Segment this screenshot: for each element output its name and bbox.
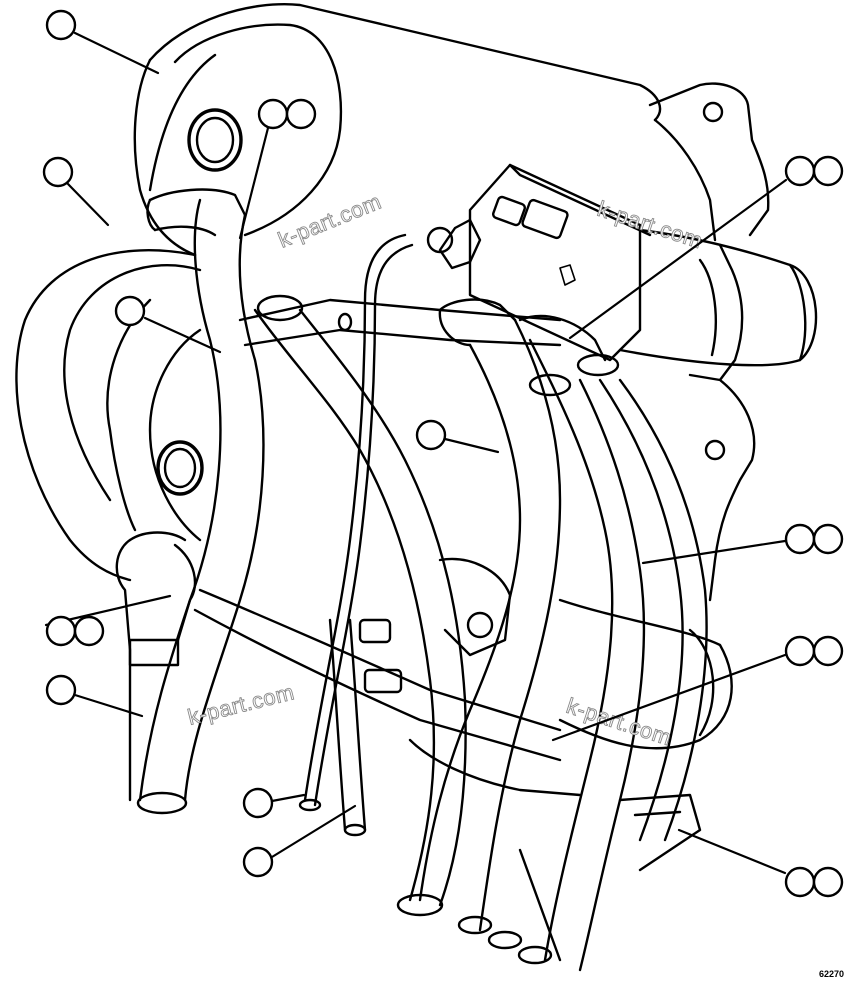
- mounting-flange: [648, 82, 770, 602]
- watermark-1: k-part.com: [275, 189, 385, 253]
- leader-c5: [143, 316, 222, 354]
- leader-c9: [551, 653, 787, 742]
- hose-lower-left: [115, 531, 562, 802]
- callout-c10[interactable]: [45, 674, 77, 706]
- leader-c2: [238, 126, 270, 240]
- callout-c7-a[interactable]: [784, 523, 816, 555]
- leader-c3: [66, 182, 110, 227]
- callout-c13-b[interactable]: [812, 866, 844, 898]
- callout-c8-a[interactable]: [45, 615, 77, 647]
- callout-c2-a[interactable]: [257, 98, 289, 130]
- callout-c9-b[interactable]: [812, 635, 844, 667]
- leader-c13: [677, 828, 787, 875]
- callout-c12[interactable]: [242, 846, 274, 878]
- callout-c8-b[interactable]: [73, 615, 105, 647]
- leader-c1: [73, 31, 160, 75]
- tubes-center: [298, 233, 512, 837]
- hose-left-front: [136, 188, 265, 815]
- leader-c6: [443, 437, 500, 454]
- leader-c10: [73, 693, 144, 718]
- hose-right-pair: [418, 298, 708, 972]
- figure-number: 62270: [819, 969, 845, 979]
- callouts: [42, 9, 844, 898]
- leader-c4: [568, 178, 788, 340]
- leader-lines: [44, 31, 788, 875]
- callout-c13-a[interactable]: [784, 866, 816, 898]
- watermark-3: k-part.com: [185, 679, 297, 730]
- housing-lower: [15, 249, 562, 582]
- callout-c4-b[interactable]: [812, 155, 844, 187]
- motor-end: [408, 598, 733, 797]
- callout-c9-a[interactable]: [784, 635, 816, 667]
- callout-c11[interactable]: [242, 787, 274, 819]
- callout-c4-a[interactable]: [784, 155, 816, 187]
- housing-upper: [133, 3, 662, 257]
- solenoid-block: [426, 163, 818, 367]
- callout-c6[interactable]: [415, 419, 447, 451]
- callout-c2-b[interactable]: [285, 98, 317, 130]
- bracket-lower-right: [457, 793, 702, 965]
- callout-c3[interactable]: [42, 156, 74, 188]
- callout-c7-b[interactable]: [812, 523, 844, 555]
- leader-c11: [270, 793, 306, 803]
- callout-c5[interactable]: [114, 295, 146, 327]
- leader-c7: [641, 539, 787, 565]
- leader-c12: [270, 804, 357, 859]
- callout-c1[interactable]: [45, 9, 77, 41]
- watermark-2: k-part.com: [594, 196, 705, 253]
